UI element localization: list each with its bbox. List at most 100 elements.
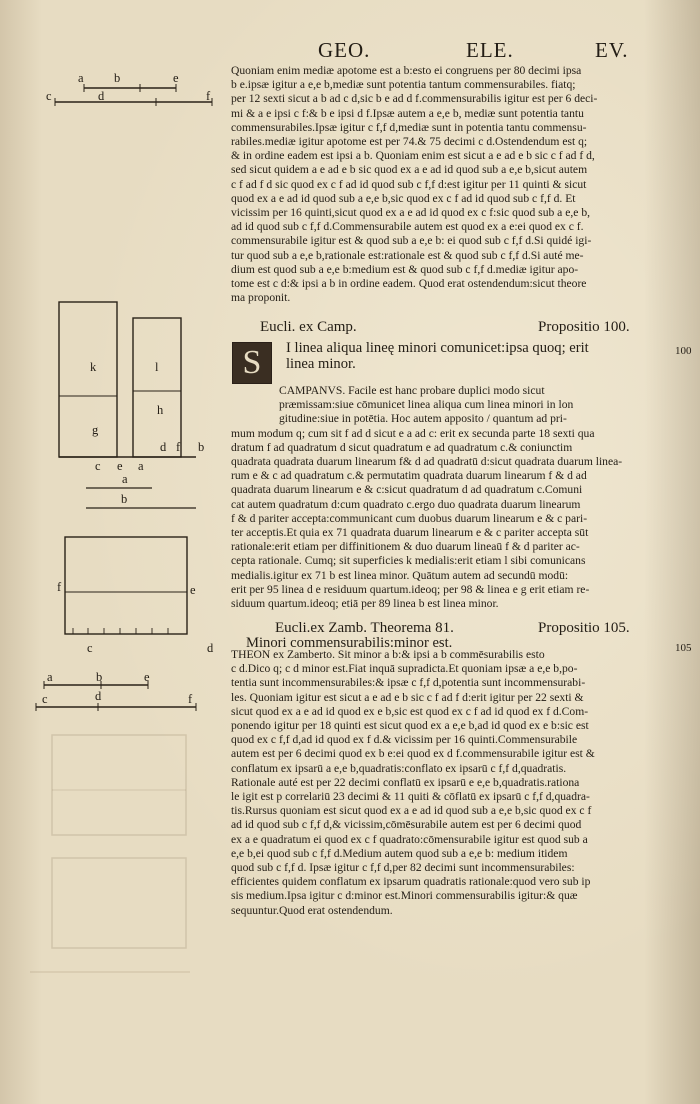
text-line: CAMPANVS. Facile est hanc probare duplic… [279,384,545,397]
text-line: dratum f ad quadratum d sicut quadratum … [231,440,573,454]
label: a [47,670,53,684]
proposition-statement-105: Minori commensurabilis:minor est. [246,635,660,652]
rect-k-g [58,301,118,458]
figure-3-rectangle: f e c d [57,536,214,655]
label: b [198,440,204,454]
label: a [138,459,144,473]
label: d [95,689,102,703]
text-line: cat autem quadratum d:cum quadrato c.erg… [231,497,581,511]
label: b [114,71,120,85]
figure-4-lines: a b e c d f [35,670,197,711]
label: b [121,492,127,506]
text-line: c d.Dico q; c d minor est.Fiat inquā sup… [231,662,578,676]
text-line: commensurabiles.Ipsæ igitur c f,f d,medi… [231,120,587,134]
label: a [78,71,84,85]
label: f [188,692,193,706]
section-source: Eucli. ex Camp. [260,319,357,335]
text-line: tis.Rursus quoniam est sicut quod ex a e… [231,804,592,818]
text-line: ter acceptis.Et quia ex 71 quadrata duar… [231,526,589,540]
label: e [190,583,196,597]
text-line: mi & a e ipsi c f:& b e ipsi d f.Ipsæ au… [231,106,584,120]
text-line: erit per 95 linea d e residuum quartum.i… [231,582,590,596]
label: f [176,440,181,454]
running-head-left: GEO. [318,38,371,62]
text-line: sicut quod ex a e ad id quod ex e b,sic … [231,704,589,718]
text-line: tome est c d:& ipsi a b in ordine eadem.… [231,277,587,291]
text-line: medialis.igitur ex 71 b est linea minor.… [231,568,569,582]
label: b [96,670,102,684]
margin-number: 105 [675,642,692,654]
section-source: Eucli.ex Zamb. Theorema 81. [275,620,454,636]
text-line: tentia sunt incommensurabiles:& ipsæ c f… [231,676,586,690]
text-line: sed sicut quidem a e ad e b sic quod ex … [231,163,588,177]
proposition-line: Minori commensurabilis:minor est. [246,635,453,651]
ghost-rect [51,734,187,836]
text-line: Quoniam enim mediæ apotome est a b:esto … [231,64,582,77]
label: g [92,423,99,437]
label: c [95,459,101,473]
label: e [173,71,179,85]
text-line: ponendo igitur per 18 quinti est sicut q… [231,719,589,733]
label: e [117,459,123,473]
proposition-statement-100: I linea aliqua lineę minori comunicet:ip… [246,340,660,372]
text-block-campanus: CAMPANVS. Facile est hanc probare duplic… [231,384,661,611]
text-line: siduum quartum.ideoq; etiā per 89 linea … [231,597,499,611]
text-line: præmissam:siue cōmunicet linea aliqua cu… [279,398,574,412]
figure-2-rectangles: k g l h d f b c e a a b [58,301,204,509]
text-line: quod sub c f,f d. Ipsæ igitur c f,f d,pe… [231,861,575,875]
text-line: autem est per 6 decimi quod ex b e:ei qu… [231,747,595,761]
label: a [122,472,128,486]
text-line: e,e b,ei quod sub c f,f d.Medium autem q… [231,846,568,860]
label: e [144,670,150,684]
label: k [90,360,97,374]
text-line: quod ex a e ad id quod sub a e,e b,sic q… [231,191,576,205]
proposition-line: I linea aliqua lineę minori comunicet:ip… [286,340,589,356]
label: l [155,360,159,374]
text-block-theon: THEON ex Zamberto. Sit minor a b:& ipsi … [231,648,661,918]
text-line: per 12 sexti sicut a b ad c d,sic b e ad… [231,92,598,106]
text-line: rum e & c ad quadratum c.& permutatim qu… [231,469,587,483]
text-line: gitudine:siue in potētia. Hoc autem appo… [279,412,567,426]
text-line: quod ex c f,f d,ad id quod ex f d.& vici… [231,733,578,747]
section-proposition-number: Propositio 105. [538,620,630,636]
text-line: le igit est p correlariū 23 decimi & 11 … [231,790,590,804]
text-line: quadrata quadrata duarum linearum f& d a… [231,455,623,469]
text-line: f & d pariter accepta:communicant cum du… [231,511,588,525]
text-block-proof-99: Quoniam enim mediæ apotome est a b:esto … [231,64,661,305]
label: c [46,89,52,103]
text-line: b e.ipsæ igitur a e,e b,mediæ sunt poten… [231,78,576,92]
text-line: mum modum q; cum sit f ad d sicut e a ad… [231,426,595,440]
text-line: conflatum ex ipsarū a e,e b,quadratis:co… [231,761,567,775]
figure-1-lines: a b e c d f [46,71,213,106]
text-line: ex a e quadratum ei quod ex c f quadrato… [231,832,588,846]
text-line: vicissim per 16 quinti,sicut quod ex a e… [231,206,591,220]
text-line: rabiles.mediæ igitur apotome est per 74.… [231,135,588,149]
section-heading-zamberto: Eucli.ex Zamb. Theorema 81. Propositio 1… [260,620,660,640]
text-line: rationale:erit etiam per diffinitionem &… [231,540,580,554]
section-heading-campanus: Eucli. ex Camp. Propositio 100. [260,319,660,339]
text-line: ad id quod sub c f,f d.Commensurabile au… [231,220,584,234]
label: f [206,89,211,103]
text-line: Rationale auté est per 22 decimi conflat… [231,775,580,789]
text-line: c f ad f d sic quod ex c f ad id quod su… [231,177,587,191]
label: f [57,580,62,594]
text-line: cepta rationale. Cumq; sit superficies k… [231,554,586,568]
text-line: ma proponit. [231,291,291,305]
text-line: dium est quod sub a e,e b:medium est & q… [231,262,579,276]
label: d [207,641,214,655]
text-line: efficientes quidem conflatum ex ipsarum … [231,875,591,889]
text-line: ad id quod sub c f,f d,& vicissim,cōmēsu… [231,818,582,832]
rect-fe [64,536,188,635]
ghost-rect [51,857,187,949]
show-through-figures [30,734,190,973]
running-head-center: ELE. [466,38,514,62]
text-line: commensurabile igitur est & quod sub a e… [231,234,592,248]
label: d [160,440,167,454]
margin-number: 100 [675,345,692,357]
text-line: les. Quoniam igitur est sicut a e ad e b… [231,690,584,704]
text-line: sis medium.Ipsa igitur c d:minor est.Min… [231,889,578,903]
label: c [87,641,93,655]
text-line: tur quod sub a e,e b,rationale est:ratio… [231,248,584,262]
label: c [42,692,48,706]
